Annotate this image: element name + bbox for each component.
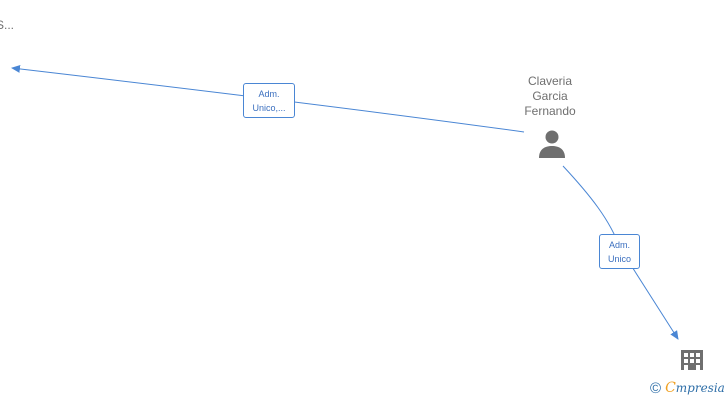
copyright-icon: ©	[650, 380, 662, 397]
person-name-label[interactable]: Claveria Garcia Fernando	[524, 74, 576, 118]
brand-initial: C	[665, 380, 676, 396]
brand-name: mpresia	[675, 381, 725, 395]
brand-logo[interactable]: ©Cmpresia	[650, 380, 725, 397]
building-icon[interactable]	[681, 350, 703, 370]
edge-label-adm-unico-2[interactable]: Adm. Unico	[599, 234, 640, 269]
edge-label-adm-unico-1[interactable]: Adm. Unico,...	[243, 83, 295, 118]
left-node-label[interactable]: S...	[0, 18, 15, 32]
person-icon[interactable]	[539, 130, 565, 159]
